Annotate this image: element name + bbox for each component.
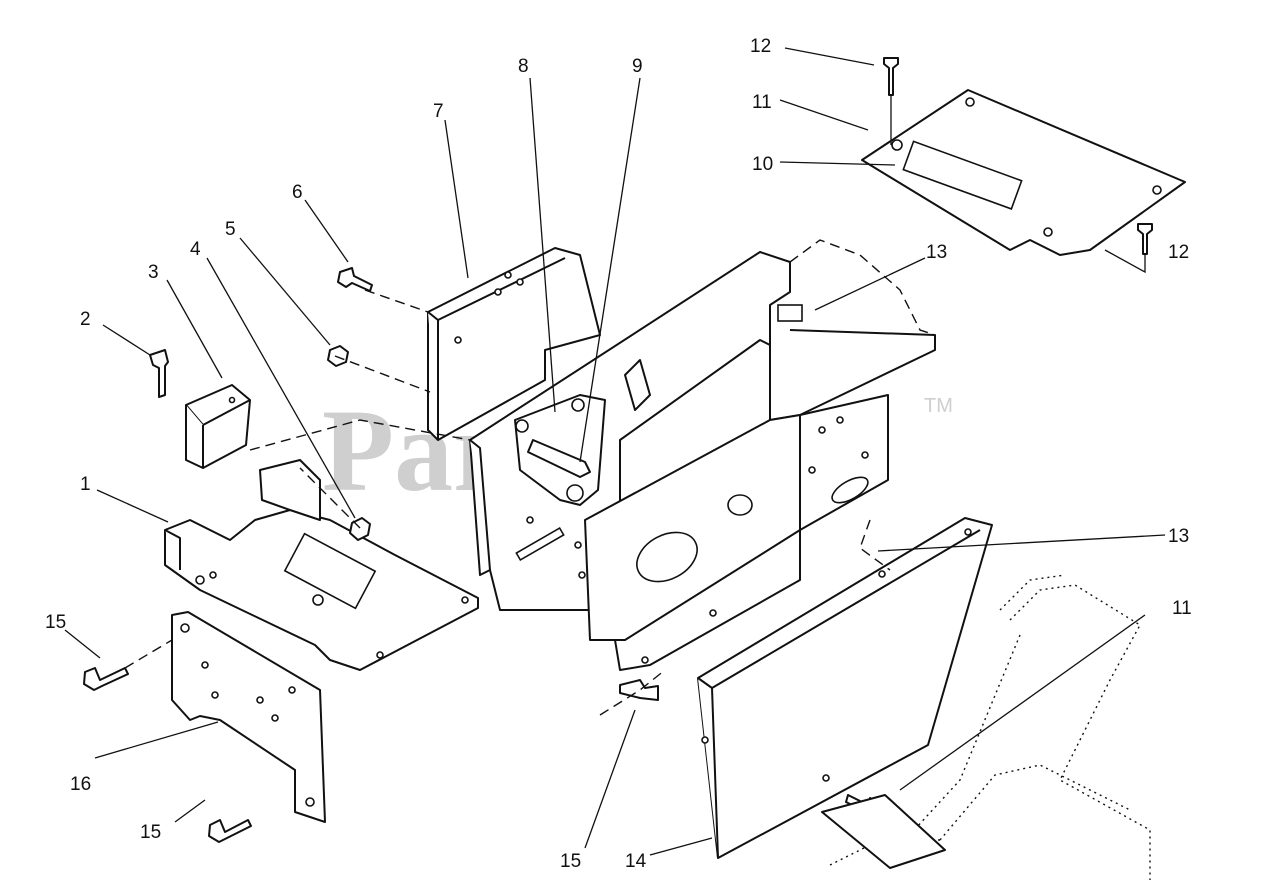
- watermark-trademark: TM: [924, 395, 953, 417]
- small-bracket: [185, 384, 251, 469]
- callout-13-right: 13: [1168, 526, 1189, 547]
- base-bracket: [164, 459, 479, 671]
- callout-4: 4: [190, 239, 201, 260]
- bolt-part-15-bottom: [208, 819, 252, 843]
- leader-lines: [64, 47, 1166, 856]
- label-decal: [777, 304, 803, 322]
- mounting-plate: [171, 611, 326, 823]
- callout-6: 6: [292, 182, 303, 203]
- callout-16: 16: [70, 774, 91, 795]
- callout-15-bottom: 15: [140, 822, 161, 843]
- callout-13-top: 13: [926, 242, 947, 263]
- callout-12-top: 12: [750, 36, 771, 57]
- bolt-part-15-center: [619, 679, 659, 701]
- cover-plate: [861, 89, 1186, 256]
- callout-9: 9: [632, 56, 643, 77]
- callout-10: 10: [752, 154, 773, 175]
- callout-14: 14: [625, 851, 647, 872]
- callout-8: 8: [518, 56, 529, 77]
- bolt-part-15-left: [83, 667, 129, 691]
- cover-screws: [883, 57, 1153, 274]
- callout-15-center: 15: [560, 851, 581, 872]
- nut-part-5: [327, 345, 349, 367]
- callout-12-right: 12: [1168, 242, 1189, 263]
- callout-11-top: 11: [752, 92, 772, 113]
- callout-1: 1: [80, 474, 91, 495]
- callout-15-left: 15: [45, 612, 66, 633]
- callout-labels: 1 2 3 4 5 6 7 8 9 10 11 11 12 12 13 13 1…: [45, 36, 1192, 872]
- callout-7: 7: [433, 101, 444, 122]
- callout-5: 5: [225, 219, 236, 240]
- side-panel: [697, 517, 993, 859]
- bolt-part-6: [337, 267, 373, 292]
- callout-2: 2: [80, 309, 91, 330]
- callout-3: 3: [148, 262, 159, 283]
- callout-11-bottom: 11: [1172, 598, 1192, 619]
- pivot-plate: [514, 394, 606, 506]
- upper-bracket: [427, 247, 601, 441]
- main-frame: [469, 251, 936, 671]
- bolt-part-2: [149, 349, 169, 398]
